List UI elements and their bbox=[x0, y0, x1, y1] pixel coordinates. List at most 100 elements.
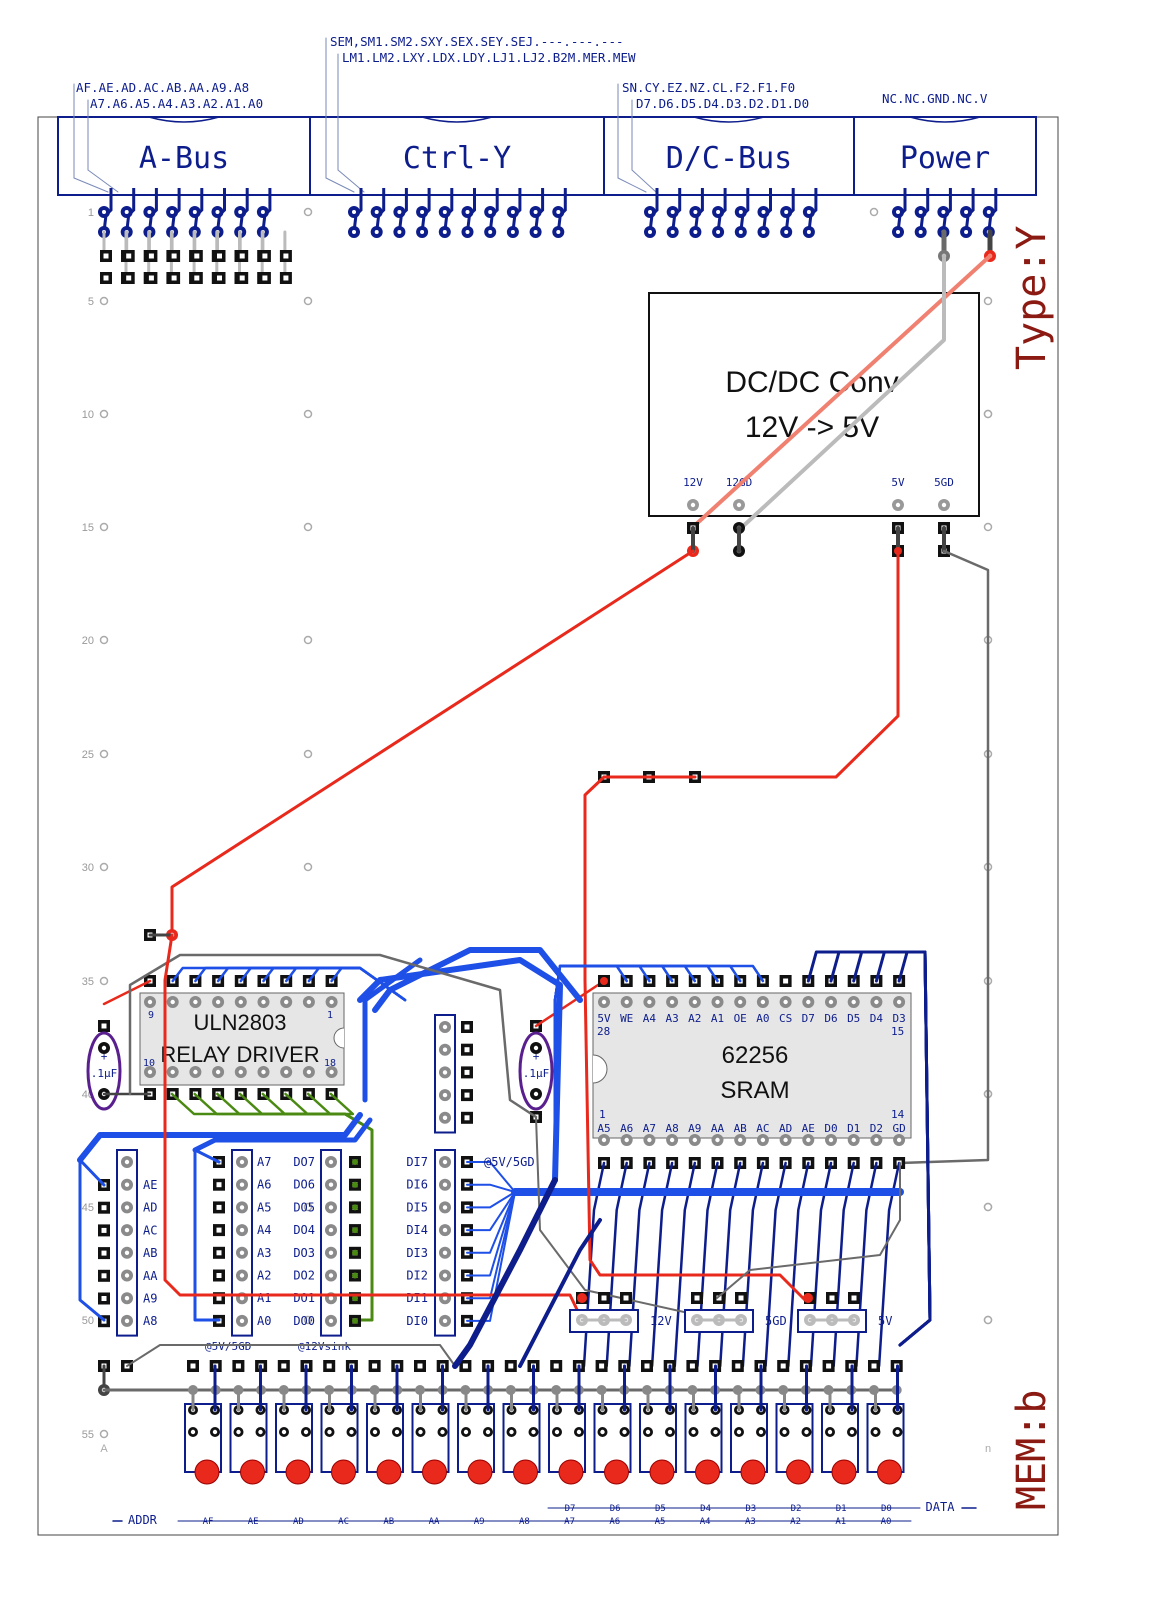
pad-hole bbox=[873, 1429, 878, 1435]
connector-notch bbox=[693, 116, 765, 123]
green-dot bbox=[352, 1272, 358, 1279]
pin-hole bbox=[510, 230, 515, 234]
pin-hole bbox=[239, 1205, 245, 1210]
di-header bbox=[434, 1149, 456, 1337]
column-letter: A bbox=[100, 1443, 108, 1455]
pin-hole bbox=[193, 999, 198, 1005]
sram-pin-label: AC bbox=[756, 1122, 769, 1135]
pad-hole bbox=[623, 1295, 629, 1301]
pad-hole bbox=[553, 1363, 559, 1369]
pad-hole bbox=[303, 1429, 309, 1435]
pad-hole bbox=[216, 1250, 222, 1256]
pad-hole bbox=[190, 1363, 196, 1369]
pad-hole bbox=[101, 1296, 107, 1301]
pin-hole bbox=[806, 999, 811, 1005]
pin-hole bbox=[964, 230, 969, 234]
pin-hole bbox=[851, 1137, 856, 1143]
pad-hole bbox=[464, 1069, 470, 1075]
pin-hole bbox=[601, 999, 607, 1005]
header-label: A6 bbox=[257, 1178, 271, 1192]
bus-addr bbox=[192, 1117, 373, 1153]
pad-hole bbox=[216, 1204, 222, 1210]
led bbox=[695, 1459, 720, 1485]
pin-hole bbox=[124, 1273, 130, 1278]
pad-hole bbox=[372, 1363, 378, 1369]
pad-hole bbox=[716, 1295, 722, 1301]
pin-hole bbox=[328, 1273, 334, 1278]
pin-hole bbox=[238, 999, 243, 1005]
pin-hole bbox=[738, 230, 743, 234]
sram-pin-label: A6 bbox=[620, 1122, 633, 1135]
pad-hole bbox=[148, 275, 154, 281]
cap-value: .1μF bbox=[91, 1067, 118, 1080]
pin-hole bbox=[690, 502, 696, 508]
data-legend-item: D0 bbox=[881, 1504, 892, 1514]
pad-hole bbox=[531, 1429, 536, 1435]
pin-hole bbox=[124, 210, 129, 214]
pin-number: 10 bbox=[143, 1058, 155, 1069]
pin-hole bbox=[624, 1137, 629, 1143]
pad-hole bbox=[281, 1363, 287, 1369]
sram-pin-label: CS bbox=[779, 1012, 792, 1025]
led bbox=[331, 1459, 356, 1485]
led-block bbox=[457, 1403, 495, 1473]
bus-addr-bottom bbox=[452, 1177, 558, 1369]
pin-number: 15 bbox=[891, 1025, 904, 1038]
pin-hole bbox=[261, 1069, 266, 1075]
pin-hole bbox=[261, 999, 266, 1005]
pin-hole bbox=[784, 210, 789, 214]
pin-hole bbox=[669, 999, 675, 1005]
wire-12v-bottom bbox=[163, 933, 584, 1322]
pin-hole bbox=[647, 999, 652, 1005]
data-legend-item: D4 bbox=[700, 1504, 711, 1514]
pad-hole bbox=[417, 1363, 423, 1369]
connector-pinout: SEM,SM1.SM2.SXY.SEX.SEY.SEJ.---.---.--- bbox=[330, 34, 624, 49]
pad-hole bbox=[644, 1363, 650, 1369]
green-dot bbox=[352, 1249, 358, 1256]
pin-hole bbox=[533, 230, 538, 234]
pin-hole bbox=[284, 1069, 289, 1075]
pad-hole bbox=[601, 1295, 607, 1301]
top-di-header bbox=[434, 1014, 456, 1134]
wire-gnd bbox=[126, 1344, 456, 1367]
pin-hole bbox=[760, 999, 766, 1005]
wire-mid-addr bbox=[193, 1148, 221, 1322]
grid-dot bbox=[99, 409, 109, 419]
pad-hole bbox=[171, 275, 177, 281]
data-legend-item: D2 bbox=[791, 1504, 802, 1514]
pin-hole bbox=[442, 1070, 448, 1075]
pad-hole bbox=[463, 1429, 469, 1435]
connector-pinout: AF.AE.AD.AC.AB.AA.A9.A8 bbox=[76, 80, 249, 95]
pad-hole bbox=[462, 1363, 468, 1369]
pin-hole bbox=[783, 1137, 788, 1143]
connector-3: Power bbox=[853, 116, 1037, 196]
pin-hole bbox=[533, 210, 538, 214]
power-header-label: 5V bbox=[878, 1314, 892, 1328]
row-number: 45 bbox=[82, 1202, 94, 1214]
dcdc-box bbox=[648, 292, 980, 517]
pin-hole bbox=[442, 1159, 448, 1165]
pin-hole bbox=[124, 1318, 130, 1324]
wire-5v bbox=[693, 549, 900, 779]
grid-dot bbox=[983, 1202, 993, 1212]
header-label: AB bbox=[143, 1246, 157, 1260]
uln-name: RELAY DRIVER bbox=[160, 1042, 319, 1067]
grid-dot bbox=[99, 749, 109, 759]
pad-hole bbox=[689, 1363, 695, 1369]
pin-hole bbox=[124, 1182, 130, 1187]
pin-hole bbox=[238, 210, 243, 214]
pad-hole bbox=[599, 1363, 605, 1369]
capacitor bbox=[86, 1031, 122, 1111]
pin-hole bbox=[239, 1296, 245, 1301]
pin-hole bbox=[715, 1137, 720, 1143]
pin-hole bbox=[784, 230, 789, 234]
pad-hole bbox=[849, 1429, 855, 1435]
pad-hole bbox=[258, 1429, 263, 1435]
pad-hole bbox=[236, 1429, 241, 1435]
column-letter: n bbox=[985, 1443, 991, 1455]
connector-label: Power bbox=[900, 141, 990, 176]
cap-value: .1μF bbox=[523, 1067, 550, 1080]
green-dot bbox=[352, 1204, 358, 1211]
pin-hole bbox=[624, 999, 629, 1005]
led bbox=[831, 1459, 857, 1485]
